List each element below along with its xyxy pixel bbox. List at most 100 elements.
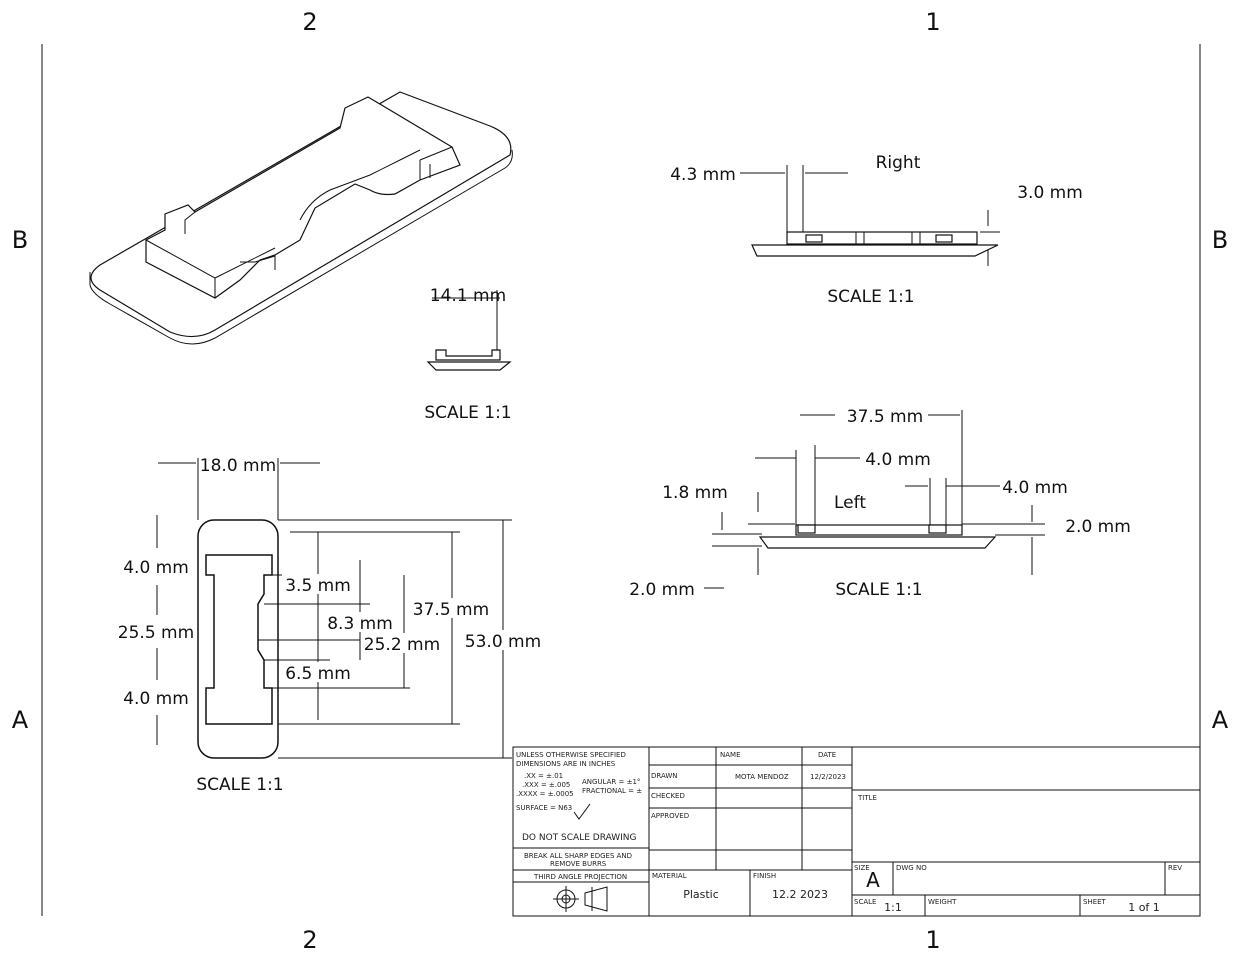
tb-lbl-material: MATERIAL	[652, 872, 687, 880]
right-dim-notch: 4.3 mm	[670, 165, 736, 185]
tb-scale: 1:1	[884, 901, 902, 914]
tb-lbl-scale: SCALE	[854, 898, 876, 906]
isometric-view	[89, 91, 513, 345]
tb-row-drawn: DRAWN	[651, 772, 678, 780]
top-dim-d-bg	[282, 662, 354, 682]
left-dim-right-notch: 4.0 mm	[1002, 478, 1068, 498]
tb-drawn-name: MOTA MENDOZ	[735, 773, 789, 781]
right-part-slot-2	[935, 234, 953, 243]
zone-label-right-b: B	[1212, 226, 1228, 254]
top-dim-end-top: 4.0 mm	[123, 558, 189, 578]
left-part-slot-2	[928, 524, 947, 534]
top-dim-outer-bg	[462, 630, 544, 650]
iso-body-edge-2	[214, 247, 276, 279]
tb-notes-line2: DIMENSIONS ARE IN INCHES	[516, 760, 616, 768]
iso-tab-front	[240, 255, 276, 270]
title-block: UNLESS OTHERWISE SPECIFIED DIMENSIONS AR…	[512, 746, 1201, 917]
top-dim-mid: 25.5 mm	[118, 623, 194, 643]
front-scale-label: SCALE 1:1	[424, 403, 511, 423]
top-dim-d: 6.5 mm	[285, 664, 351, 684]
left-dim-total: 37.5 mm	[847, 407, 923, 427]
tb-ang1: ANGULAR = ±1°	[582, 778, 640, 786]
tb-lbl-dwg: DWG NO	[896, 864, 927, 872]
front-part-body	[435, 349, 501, 361]
tb-projection: THIRD ANGLE PROJECTION	[533, 873, 627, 881]
right-part-body	[786, 231, 978, 245]
zone-label-bottom-2: 2	[302, 926, 317, 954]
right-view: Right 4.3 mm 3.0 mm SCALE 1:1	[670, 153, 1083, 307]
front-dim-width: 14.1 mm	[430, 286, 506, 306]
top-dim-end-bottom: 4.0 mm	[123, 689, 189, 709]
left-part-slot-1	[797, 524, 816, 534]
tb-lbl-rev: REV	[1168, 864, 1182, 872]
tb-lbl-weight: WEIGHT	[928, 898, 957, 906]
top-dim-b: 8.3 mm	[327, 614, 393, 634]
tb-hdr-date: DATE	[818, 751, 836, 759]
top-view: 18.0 mm 4.0 mm 25.5 mm 4.0 mm 3.5 mm	[118, 456, 544, 795]
top-dim-c: 25.2 mm	[364, 635, 440, 655]
top-dim-a-bg	[282, 574, 354, 594]
top-scale-label: SCALE 1:1	[196, 775, 283, 795]
tb-drawn-date: 12/2/2023	[810, 773, 846, 781]
tb-ang2: FRACTIONAL = ±	[582, 787, 642, 795]
tb-break-edges2: REMOVE BURRS	[550, 860, 607, 868]
tb-do-not-scale: DO NOT SCALE DRAWING	[522, 833, 637, 843]
top-dim-inner-bg	[410, 598, 494, 618]
front-part-base	[426, 361, 512, 371]
tb-hdr-name: NAME	[720, 751, 741, 759]
left-dim-top: 2.0 mm	[1065, 517, 1131, 537]
right-view-label: Right	[876, 153, 921, 173]
title-block-frame	[512, 746, 1201, 917]
tb-tol3: .XXXX = ±.0005	[516, 790, 574, 798]
tb-finish: 12.2 2023	[772, 888, 828, 901]
tb-lbl-finish: FINISH	[753, 872, 776, 880]
zone-label-right-a: A	[1212, 706, 1229, 734]
iso-tab-left	[184, 211, 196, 234]
top-dim-width: 18.0 mm	[200, 456, 276, 476]
tb-lbl-sheet: SHEET	[1083, 898, 1107, 906]
zone-label-top-2: 2	[302, 8, 317, 36]
tb-sheet: 1 of 1	[1128, 901, 1160, 914]
tb-surface: SURFACE = N63	[516, 804, 572, 812]
tb-notes-line1: UNLESS OTHERWISE SPECIFIED	[516, 751, 626, 759]
zone-label-left-b: B	[12, 226, 28, 254]
right-scale-label: SCALE 1:1	[827, 287, 914, 307]
zone-label-top-1: 1	[925, 8, 940, 36]
left-dim-step: 1.8 mm	[662, 483, 728, 503]
tb-tol2: .XXX = ±.005	[522, 781, 570, 789]
top-part-outline	[197, 519, 279, 759]
left-scale-label: SCALE 1:1	[835, 580, 922, 600]
tb-row-checked: CHECKED	[651, 792, 685, 800]
surface-finish-icon	[573, 803, 591, 820]
tb-material: Plastic	[683, 888, 719, 901]
iso-tab-back	[419, 146, 453, 180]
tb-row-approved: APPROVED	[651, 812, 689, 820]
tb-size: A	[866, 868, 880, 892]
tb-break-edges1: BREAK ALL SHARP EDGES AND	[524, 852, 632, 860]
iso-base-thickness	[89, 149, 513, 345]
tb-lbl-title: TITLE	[857, 794, 877, 802]
left-part-body	[795, 524, 963, 536]
third-angle-projection-icon	[553, 886, 608, 912]
iso-raised-body	[145, 96, 461, 299]
iso-inner-ridge	[299, 149, 421, 221]
tb-tol1: .XX = ±.01	[524, 772, 563, 780]
front-small-view: 14.1 mm SCALE 1:1	[424, 286, 512, 423]
left-dim-left-notch: 4.0 mm	[865, 450, 931, 470]
top-dim-b-bg	[324, 612, 396, 632]
right-part-base	[751, 244, 999, 257]
top-dim-outer: 53.0 mm	[465, 632, 541, 652]
left-view: 37.5 mm 4.0 mm 4.0 mm Left 1.8 mm 2.0 mm…	[629, 407, 1131, 600]
right-dim-height: 3.0 mm	[1017, 183, 1083, 203]
left-part-base	[758, 536, 997, 549]
left-view-label: Left	[834, 493, 866, 513]
zone-label-left-a: A	[12, 706, 29, 734]
top-dim-inner: 37.5 mm	[413, 600, 489, 620]
top-dim-a: 3.5 mm	[285, 576, 351, 596]
zone-label-bottom-1: 1	[925, 926, 940, 954]
right-part-slot-1	[805, 234, 823, 243]
tb-lbl-size: SIZE	[854, 864, 870, 872]
left-dim-base: 2.0 mm	[629, 580, 695, 600]
top-dim-c-bg	[362, 633, 442, 653]
